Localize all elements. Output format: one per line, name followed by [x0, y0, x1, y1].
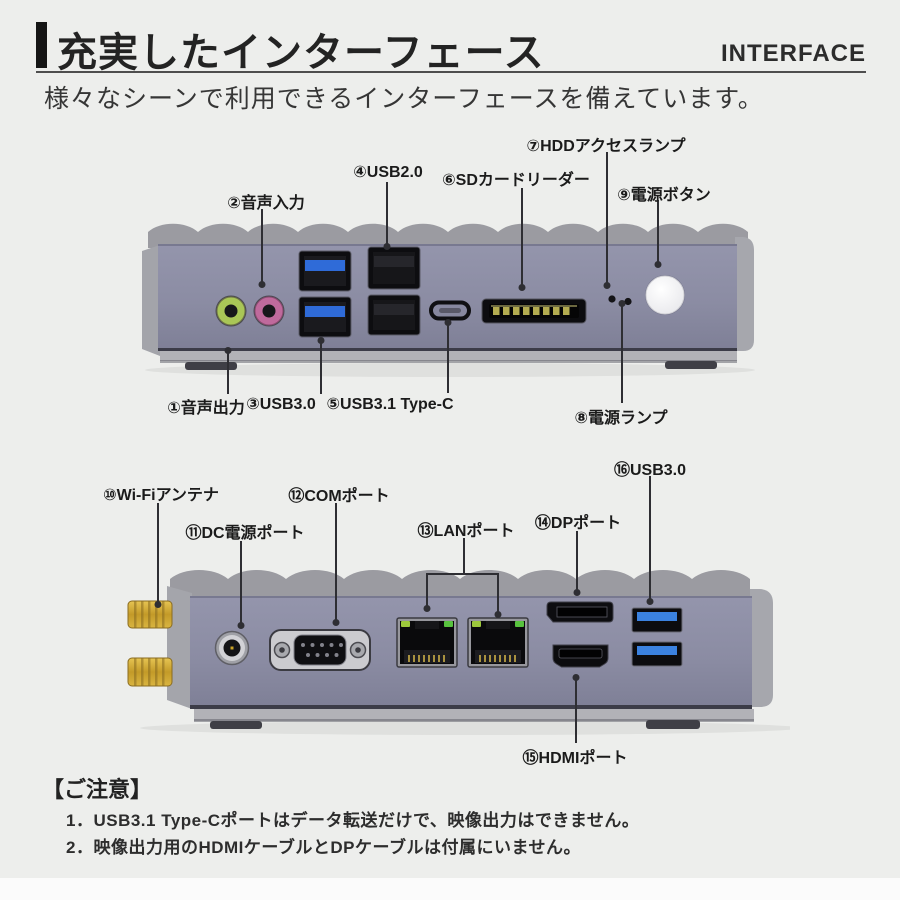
dp-port — [546, 601, 614, 623]
label-hdmi-port: ⑮HDMIポート — [522, 750, 628, 767]
lan-port-2 — [467, 617, 529, 668]
usb2-ports — [367, 246, 421, 336]
label-wifi-antenna: ⑩Wi-Fiアンテナ — [103, 487, 219, 504]
sd-card-reader-slot — [481, 298, 587, 324]
page-title: 充実したインターフェース — [57, 31, 545, 75]
label-usb20: ④USB2.0 — [353, 164, 423, 181]
page-subtitle: 様々なシーンで利用できるインターフェースを備えています。 — [44, 85, 764, 113]
label-audio-out: ①音声出力 — [167, 400, 245, 417]
label-sd-reader: ⑥SDカードリーダー — [442, 172, 590, 189]
leader-line-audio-in — [261, 209, 263, 285]
notes-heading: 【ご注意】 — [42, 777, 153, 802]
leader-line-sd-reader — [521, 188, 523, 288]
leader-line-usb31-typec — [447, 322, 449, 393]
com-serial-port — [269, 629, 371, 671]
usb3-ports — [298, 250, 352, 338]
leader-line-usb20 — [386, 182, 388, 247]
label-power-lamp: ⑧電源ランプ — [574, 410, 668, 427]
note-item-2: 2．映像出力用のHDMIケーブルとDPケーブルは付属にいません。 — [66, 838, 581, 857]
hdmi-port — [552, 644, 609, 668]
label-power-button: ⑨電源ボタン — [617, 187, 711, 204]
leader-line-hdmi-port — [575, 677, 577, 743]
leader-line-lan-stem — [463, 538, 465, 575]
label-lan-port: ⑬LANポート — [417, 523, 515, 540]
leader-line-dc-power — [240, 541, 242, 626]
leader-line-wifi-antenna — [157, 503, 159, 605]
leader-line-usb30-front — [320, 340, 322, 394]
rear-panel-photo — [127, 570, 790, 735]
leader-line-dp-port — [576, 531, 578, 593]
label-usb31-typec: ⑤USB3.1 Type-C — [326, 396, 454, 413]
leader-line-hdd-lamp — [606, 152, 608, 286]
label-hdd-lamp: ⑦HDDアクセスランプ — [526, 138, 686, 155]
label-audio-in: ②音声入力 — [227, 195, 305, 212]
label-dp-port: ⑭DPポート — [534, 515, 622, 532]
leader-line-lan-1 — [426, 573, 428, 609]
dc-power-jack — [214, 630, 250, 666]
label-com-port: ⑫COMポート — [288, 488, 390, 505]
title-accent-bar — [36, 22, 47, 68]
page-title-en: INTERFACE — [720, 40, 866, 67]
wifi-antenna-connectors — [127, 600, 173, 687]
leader-line-power-button — [657, 200, 659, 265]
usb-c-port — [429, 300, 471, 321]
bottom-margin-strip — [0, 878, 900, 900]
usb3-ports-rear — [631, 607, 683, 667]
leader-line-audio-out — [227, 350, 229, 394]
leader-line-lan-fork — [427, 573, 499, 575]
leader-line-lan-2 — [497, 573, 499, 615]
leader-line-com-port — [335, 503, 337, 623]
audio-in-jack — [253, 295, 285, 327]
label-usb30-rear: ⑯USB3.0 — [613, 462, 687, 479]
label-usb30-front: ③USB3.0 — [246, 396, 316, 413]
header-divider — [36, 71, 866, 73]
lan-port-1 — [396, 617, 458, 668]
front-panel-photo — [142, 223, 755, 377]
label-dc-power: ⑪DC電源ポート — [185, 525, 305, 542]
leader-line-power-lamp — [621, 303, 623, 403]
power-lamp — [624, 297, 632, 306]
audio-out-jack — [215, 295, 247, 327]
power-button — [645, 275, 685, 315]
note-item-1: 1．USB3.1 Type-Cポートはデータ転送だけで、映像出力はできません。 — [66, 811, 640, 830]
hdd-access-lamp — [608, 295, 616, 303]
leader-line-usb30-rear — [649, 476, 651, 602]
